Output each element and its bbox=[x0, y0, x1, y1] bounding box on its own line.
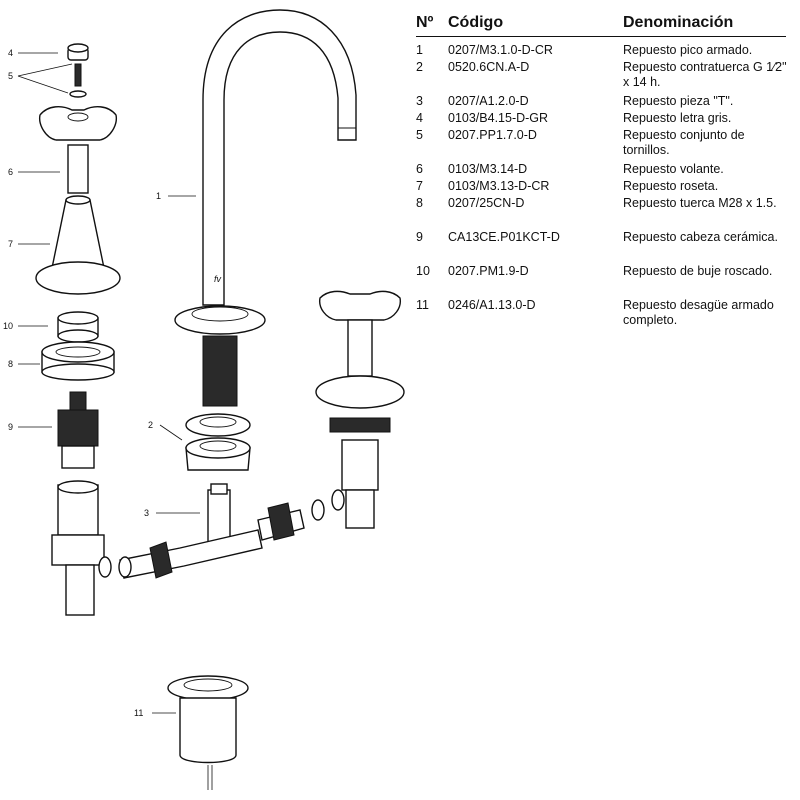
row-name: Repuesto tuerca M28 x 1.5. bbox=[623, 196, 777, 210]
handle-left-part bbox=[39, 106, 117, 194]
drain-part bbox=[167, 675, 249, 790]
table-body: 1 0207/M3.1.0-D-CR Repuesto pico armado.… bbox=[416, 43, 787, 332]
row-num: 9 bbox=[416, 230, 423, 244]
callout-10: 10 bbox=[3, 321, 13, 331]
callout-11: 11 bbox=[134, 708, 143, 718]
row-num: 3 bbox=[416, 94, 423, 108]
callout-3: 3 bbox=[144, 508, 149, 518]
row-code: CA13CE.P01KCT-D bbox=[448, 230, 560, 244]
row-code: 0520.6CN.A-D bbox=[448, 60, 530, 74]
callout-4: 4 bbox=[8, 48, 13, 58]
rosette-left-part bbox=[35, 195, 121, 295]
header-code: Código bbox=[448, 14, 504, 31]
callout-9: 9 bbox=[8, 422, 13, 432]
logo-mark: fv bbox=[214, 274, 222, 284]
ceramic-cartridge-part bbox=[57, 391, 99, 469]
callout-6: 6 bbox=[8, 167, 13, 177]
row-num: 2 bbox=[416, 60, 423, 74]
callout-lines bbox=[17, 52, 200, 714]
callout-8: 8 bbox=[8, 359, 13, 369]
table-row: 1 0207/M3.1.0-D-CR Repuesto pico armado. bbox=[416, 43, 786, 60]
table-row: 2 0520.6CN.A-D Repuesto contratuerca G 1… bbox=[416, 60, 787, 94]
row-num: 1 bbox=[416, 43, 423, 57]
table-row: 9 CA13CE.P01KCT-D Repuesto cabeza cerámi… bbox=[416, 230, 786, 264]
row-name: Repuesto conjunto de tornillos. bbox=[623, 128, 745, 157]
row-code: 0207/25CN-D bbox=[448, 196, 525, 210]
callout-1: 1 bbox=[156, 191, 161, 201]
row-num: 11 bbox=[416, 298, 429, 312]
spout-part: fv bbox=[174, 9, 357, 407]
table-row: 11 0246/A1.13.0-D Repuesto desagüe armad… bbox=[416, 298, 786, 332]
header-num: Nº bbox=[416, 14, 434, 31]
row-num: 6 bbox=[416, 162, 423, 176]
screws-part bbox=[69, 63, 87, 98]
row-code: 0207.PM1.9-D bbox=[448, 264, 529, 278]
row-num: 8 bbox=[416, 196, 423, 210]
row-name: Repuesto contratuerca G 1⁄2" x 14 h. bbox=[623, 60, 787, 89]
callout-2: 2 bbox=[148, 420, 153, 430]
row-name: Repuesto cabeza cerámica. bbox=[623, 230, 778, 244]
row-code: 0207/A1.2.0-D bbox=[448, 94, 529, 108]
row-name: Repuesto letra gris. bbox=[623, 111, 732, 125]
t-piece-part bbox=[118, 483, 325, 579]
row-name: Repuesto desagüe armado completo. bbox=[623, 298, 774, 327]
row-num: 5 bbox=[416, 128, 423, 142]
row-name: Repuesto volante. bbox=[623, 162, 724, 176]
header-name: Denominación bbox=[623, 14, 734, 31]
table-row: 5 0207.PP1.7.0-D Repuesto conjunto de to… bbox=[416, 128, 786, 162]
row-num: 7 bbox=[416, 179, 423, 193]
table-row: 10 0207.PM1.9-D Repuesto de buje roscado… bbox=[416, 264, 786, 298]
row-name: Repuesto pico armado. bbox=[623, 43, 753, 57]
callout-5: 5 bbox=[8, 71, 13, 81]
row-code: 0103/M3.14-D bbox=[448, 162, 528, 176]
row-code: 0207/M3.1.0-D-CR bbox=[448, 43, 553, 57]
table-row: 6 0103/M3.14-D Repuesto volante. bbox=[416, 162, 786, 179]
table-row: 4 0103/B4.15-D-GR Repuesto letra gris. bbox=[416, 111, 786, 128]
row-code: 0207.PP1.7.0-D bbox=[448, 128, 537, 142]
locknut-part bbox=[185, 413, 251, 471]
row-code: 0246/A1.13.0-D bbox=[448, 298, 536, 312]
nut-part bbox=[41, 341, 115, 381]
row-code: 0103/B4.15-D-GR bbox=[448, 111, 549, 125]
table-header: Nº Código Denominación bbox=[416, 10, 786, 37]
table-row: 8 0207/25CN-D Repuesto tuerca M28 x 1.5. bbox=[416, 196, 786, 230]
row-num: 4 bbox=[416, 111, 423, 125]
letter-cap-part bbox=[67, 43, 89, 61]
row-name: Repuesto de buje roscado. bbox=[623, 264, 773, 278]
handle-right-part bbox=[315, 290, 405, 529]
row-name: Repuesto pieza "T". bbox=[623, 94, 734, 108]
valve-body-left-part bbox=[51, 480, 112, 616]
table-row: 7 0103/M3.13-D-CR Repuesto roseta. bbox=[416, 179, 786, 196]
parts-table: Nº Código Denominación 1 0207/M3.1.0-D-C… bbox=[416, 10, 787, 332]
row-num: 10 bbox=[416, 264, 430, 278]
row-name: Repuesto roseta. bbox=[623, 179, 719, 193]
threaded-bushing-part bbox=[57, 311, 99, 343]
row-code: 0103/M3.13-D-CR bbox=[448, 179, 550, 193]
table-row: 3 0207/A1.2.0-D Repuesto pieza "T". bbox=[416, 94, 786, 111]
callout-7: 7 bbox=[8, 239, 13, 249]
